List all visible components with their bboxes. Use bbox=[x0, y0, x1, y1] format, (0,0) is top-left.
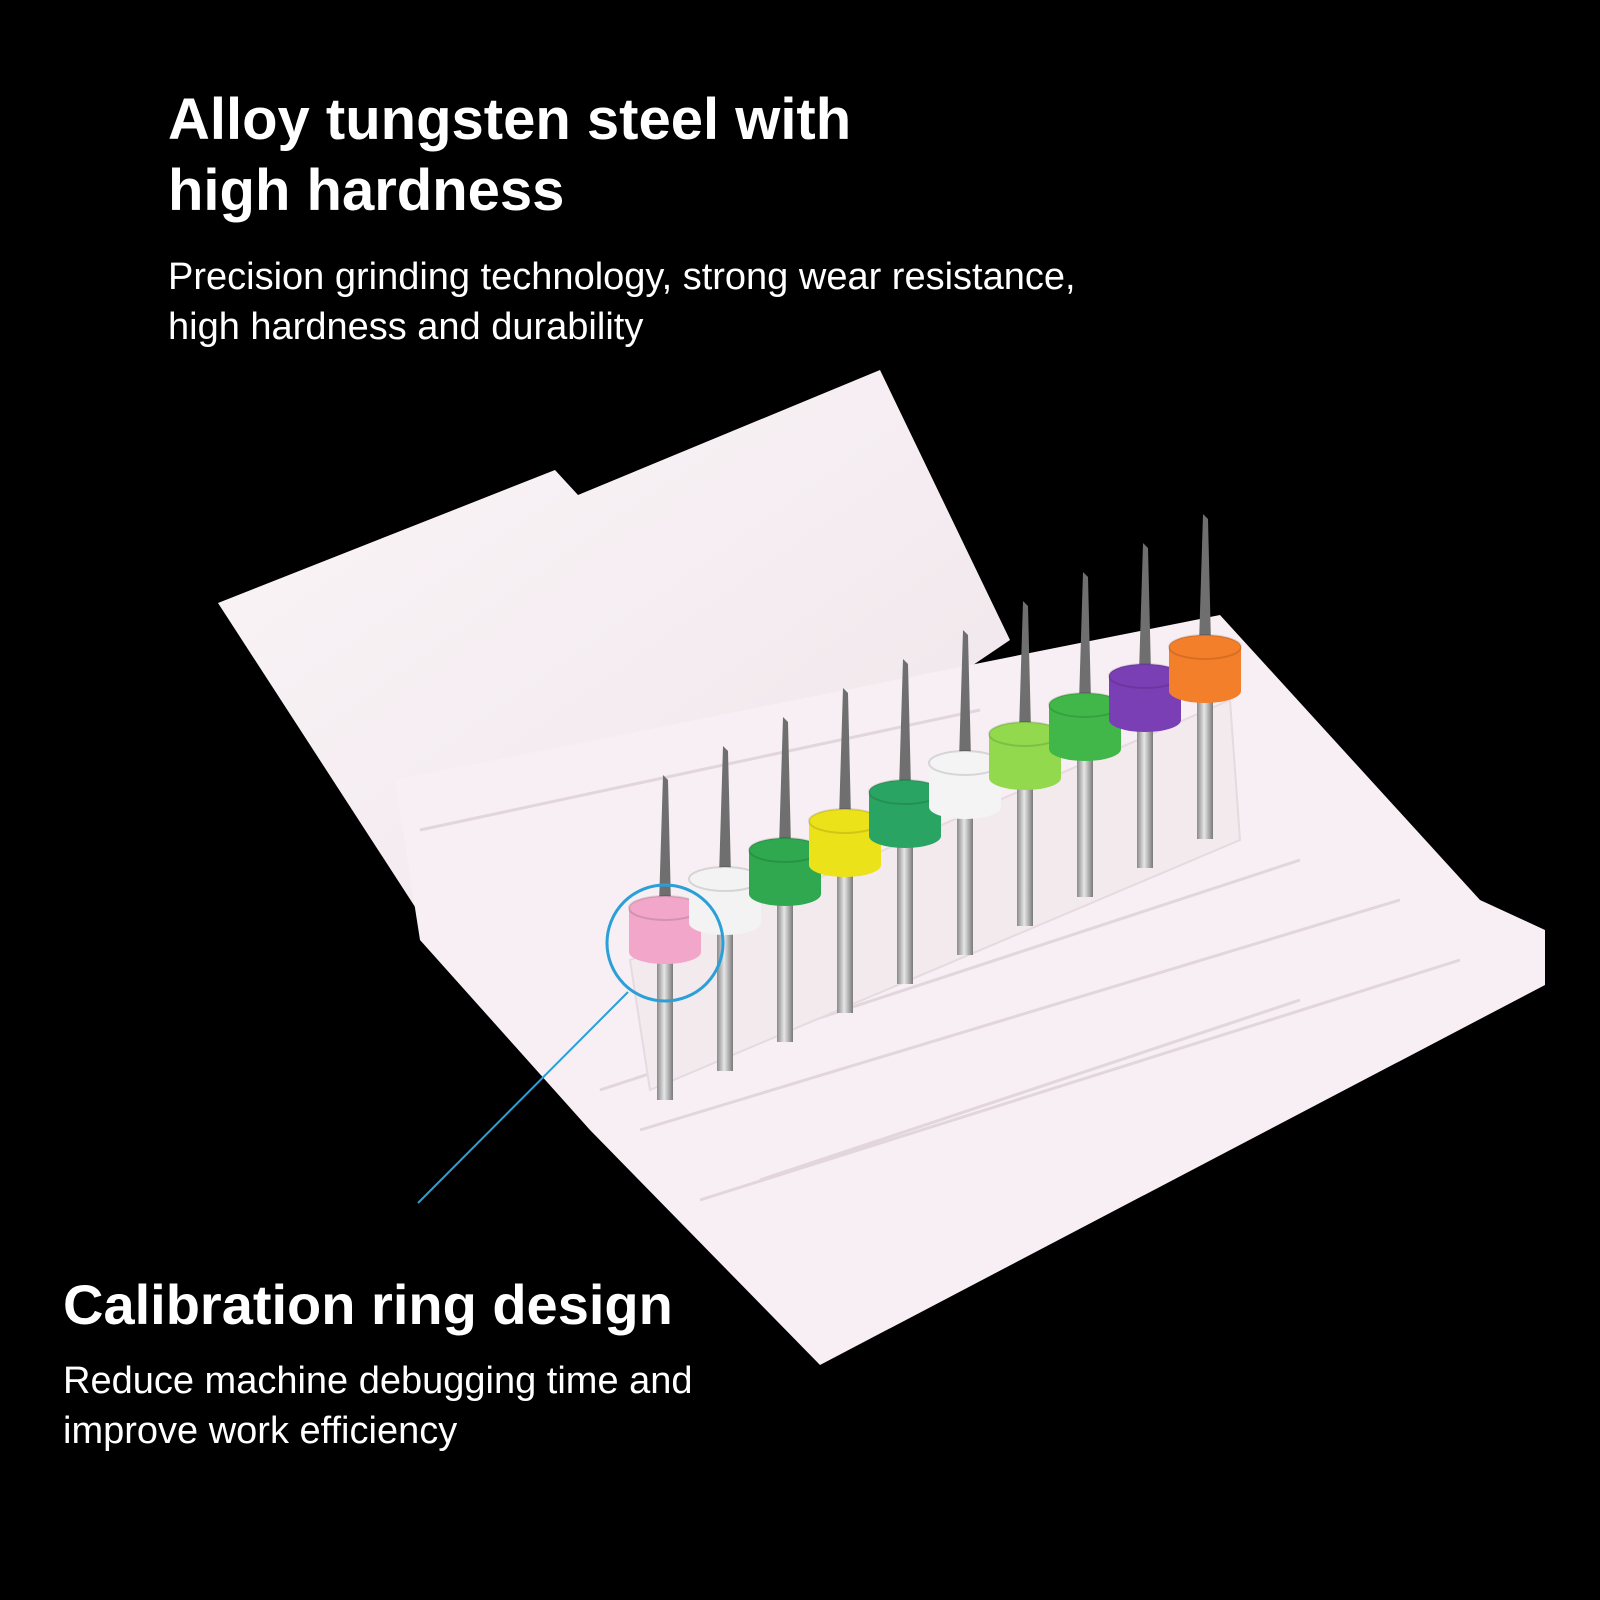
calibration-ring-bottom bbox=[1169, 679, 1241, 703]
subtext-top-line1: Precision grinding technology, strong we… bbox=[168, 256, 1076, 298]
drill-bit-shank bbox=[657, 950, 673, 1100]
drill-bit-shank bbox=[777, 892, 793, 1042]
drill-bit bbox=[808, 688, 882, 1013]
subtext-top: Precision grinding technology, strong we… bbox=[168, 252, 1368, 352]
headline-top: Alloy tungsten steel with high hardness bbox=[168, 84, 1068, 226]
drill-bit-flute bbox=[1079, 572, 1091, 702]
calibration-ring-callout-line bbox=[417, 991, 629, 1204]
headline-top-line2: high hardness bbox=[168, 158, 565, 223]
headline-top-line1: Alloy tungsten steel with bbox=[168, 87, 852, 152]
drill-bit-flute bbox=[959, 630, 971, 760]
calibration-ring-callout-circle bbox=[605, 883, 725, 1003]
calibration-ring-bottom bbox=[1109, 708, 1181, 732]
drill-bit-flute bbox=[659, 775, 671, 905]
drill-bit-flute bbox=[899, 659, 911, 789]
calibration-ring-bottom bbox=[989, 766, 1061, 790]
drill-bit bbox=[748, 717, 822, 1042]
case-tray bbox=[395, 615, 1545, 1365]
drill-bit bbox=[988, 601, 1062, 926]
drill-bit-flute bbox=[719, 746, 731, 876]
drill-bit-shank bbox=[957, 805, 973, 955]
subtext-bottom-line2: improve work efficiency bbox=[63, 1410, 458, 1452]
drill-bit bbox=[688, 746, 762, 1071]
drill-bit-set bbox=[628, 514, 1242, 1100]
drill-bit-shank bbox=[837, 863, 853, 1013]
headline-bottom: Calibration ring design bbox=[63, 1273, 673, 1336]
drill-bit-flute bbox=[779, 717, 791, 847]
subtext-top-line2: high hardness and durability bbox=[168, 306, 644, 348]
drill-bit-shank bbox=[1137, 718, 1153, 868]
drill-bit-shank bbox=[717, 921, 733, 1071]
drill-bit-flute bbox=[1019, 601, 1031, 731]
subtext-bottom: Reduce machine debugging time and improv… bbox=[63, 1356, 693, 1456]
subtext-bottom-line1: Reduce machine debugging time and bbox=[63, 1360, 693, 1402]
calibration-ring-bottom bbox=[929, 795, 1001, 819]
drill-bit bbox=[1168, 514, 1242, 839]
calibration-ring-bottom bbox=[869, 824, 941, 848]
drill-bit bbox=[628, 775, 702, 1100]
calibration-ring-bottom bbox=[1049, 737, 1121, 761]
drill-bit-flute bbox=[839, 688, 851, 818]
calibration-ring-top bbox=[1168, 634, 1242, 660]
calibration-ring-bottom bbox=[689, 911, 761, 935]
drill-bit-shank bbox=[1017, 776, 1033, 926]
drill-bit-shank bbox=[1197, 689, 1213, 839]
drill-bit-flute bbox=[1139, 543, 1151, 673]
drill-bit-shank bbox=[897, 834, 913, 984]
drill-bit bbox=[868, 659, 942, 984]
calibration-ring-bottom bbox=[809, 853, 881, 877]
drill-bit-flute bbox=[1199, 514, 1211, 644]
drill-bit-shank bbox=[1077, 747, 1093, 897]
calibration-ring-bottom bbox=[749, 882, 821, 906]
calibration-ring-bottom bbox=[629, 940, 701, 964]
